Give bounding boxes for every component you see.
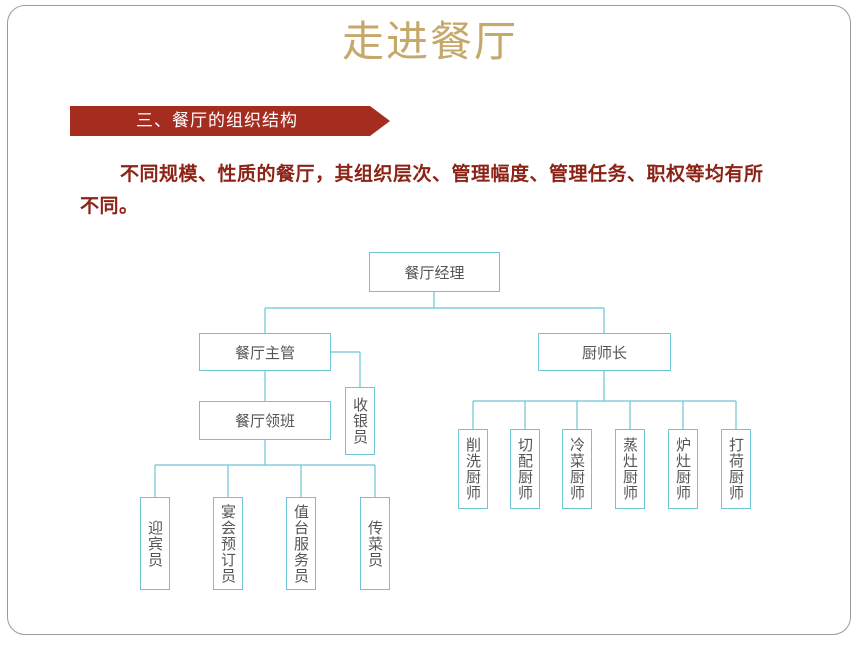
node-cold-dish-chef: 冷菜厨师	[562, 429, 592, 509]
node-banquet-booker: 宴会预订员	[213, 497, 243, 590]
node-steaming-chef: 蒸灶厨师	[615, 429, 645, 509]
intro-paragraph: 不同规模、性质的餐厅，其组织层次、管理幅度、管理任务、职权等均有所不同。	[80, 163, 764, 217]
slide-title: 走进餐厅	[341, 17, 518, 66]
node-team-leader: 餐厅领班	[199, 401, 331, 440]
section-banner: 三、餐厅的组织结构	[70, 106, 390, 136]
section-heading: 三、餐厅的组织结构	[136, 111, 298, 131]
node-food-runner: 传菜员	[360, 497, 390, 590]
node-greeter: 迎宾员	[140, 497, 170, 590]
node-table-server: 值台服务员	[286, 497, 316, 590]
node-cutting-chef: 切配厨师	[510, 429, 540, 509]
node-wok-chef: 炉灶厨师	[668, 429, 698, 509]
node-restaurant-manager: 餐厅经理	[369, 252, 500, 292]
node-restaurant-supervisor: 餐厅主管	[199, 333, 331, 371]
banner-shape	[70, 106, 390, 136]
node-head-chef: 厨师长	[538, 333, 671, 371]
node-cashier: 收银员	[345, 387, 375, 455]
node-plating-chef: 打荷厨师	[721, 429, 751, 509]
node-prep-washing-chef: 削洗厨师	[458, 429, 488, 509]
